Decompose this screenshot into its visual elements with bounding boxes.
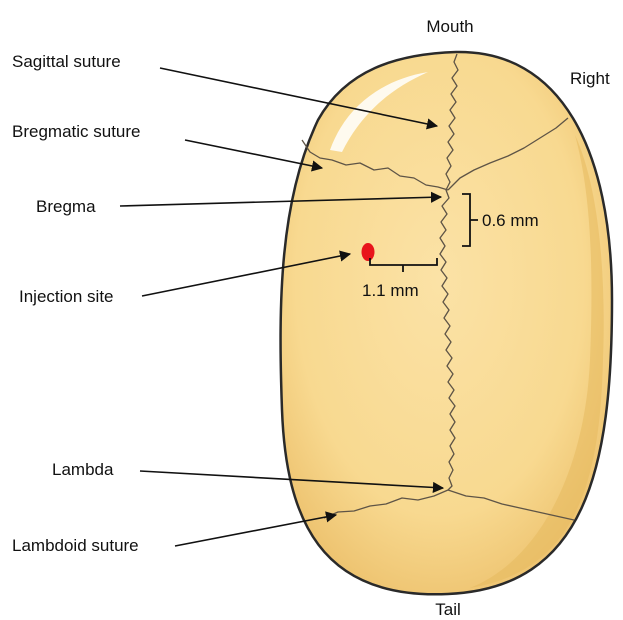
label-right: Right: [570, 69, 610, 88]
label-bregma: Bregma: [36, 197, 96, 216]
label-lambdoid-suture: Lambdoid suture: [12, 536, 139, 555]
bregmatic-suture-arrow: [185, 140, 322, 168]
measurement-1-1mm: 1.1 mm: [362, 281, 419, 300]
label-tail: Tail: [435, 600, 461, 619]
label-lambda: Lambda: [52, 460, 114, 479]
label-bregmatic-suture: Bregmatic suture: [12, 122, 141, 141]
label-injection-site: Injection site: [19, 287, 114, 306]
measurement-0-6mm: 0.6 mm: [482, 211, 539, 230]
label-sagittal-suture: Sagittal suture: [12, 52, 121, 71]
label-mouth: Mouth: [426, 17, 473, 36]
injection-site-dot: [362, 243, 375, 261]
